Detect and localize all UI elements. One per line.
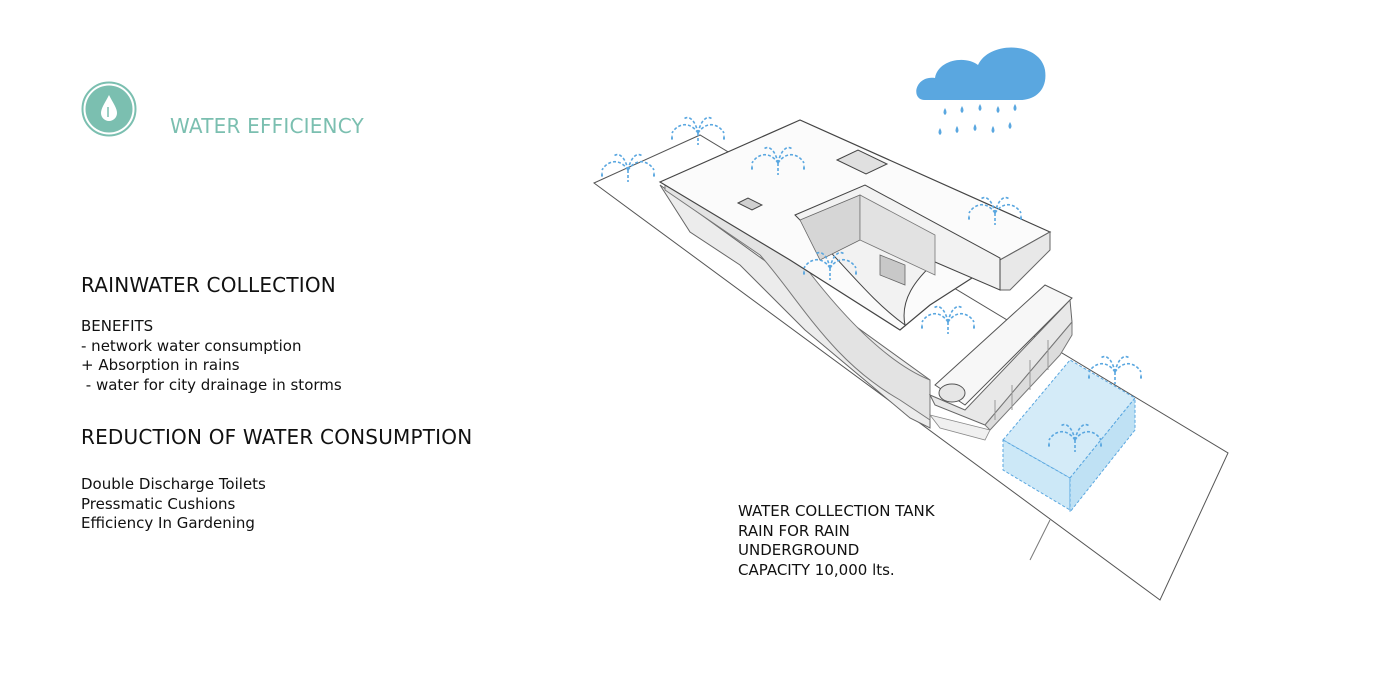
tank-side (1069, 396, 1136, 514)
reduction-line: Efficiency In Gardening (81, 514, 255, 532)
tank-line: RAIN FOR RAIN (738, 521, 850, 540)
ground-shadow (928, 414, 991, 441)
curved-facade (664, 184, 931, 421)
benefit-line: BENEFITS (81, 317, 154, 335)
benefits-list: BENEFITS - network water consumption + A… (81, 317, 342, 395)
reduction-line: Double Discharge Toilets (81, 475, 266, 493)
round-opening (938, 383, 966, 403)
wall-ribs (994, 340, 1049, 420)
reduction-list: Double Discharge Toilets Pressmatic Cush… (81, 475, 266, 534)
right-wall (984, 320, 1073, 431)
reduction-heading: REDUCTION OF WATER CONSUMPTION (81, 425, 473, 449)
water-drop-icon (81, 81, 137, 137)
reduction-line: Pressmatic Cushions (81, 494, 236, 513)
sprinkler-icon (670, 116, 726, 146)
rainwater-heading: RAINWATER COLLECTION (81, 273, 336, 297)
skylight-small (736, 197, 764, 211)
rain-cloud-icon (916, 47, 1046, 135)
courtyard-back-wall (859, 194, 936, 276)
ground-line (1029, 519, 1051, 561)
tank-line: CAPACITY 10,000 lts. (738, 560, 895, 579)
courtyard-window (879, 254, 906, 286)
benefit-line: + Absorption in rains (81, 356, 240, 374)
tank-label: WATER COLLECTION TANK RAIN FOR RAIN UNDE… (738, 502, 935, 580)
tank-line: UNDERGROUND (738, 541, 860, 559)
page-title: WATER EFFICIENCY (170, 114, 364, 138)
tank-line: WATER COLLECTION TANK (738, 502, 935, 520)
benefit-line: - network water consumption (81, 336, 302, 355)
tank-front (1002, 439, 1071, 511)
skylight-square (835, 149, 889, 175)
benefit-line: - water for city drainage in storms (81, 375, 342, 394)
tank-top (1002, 359, 1136, 479)
